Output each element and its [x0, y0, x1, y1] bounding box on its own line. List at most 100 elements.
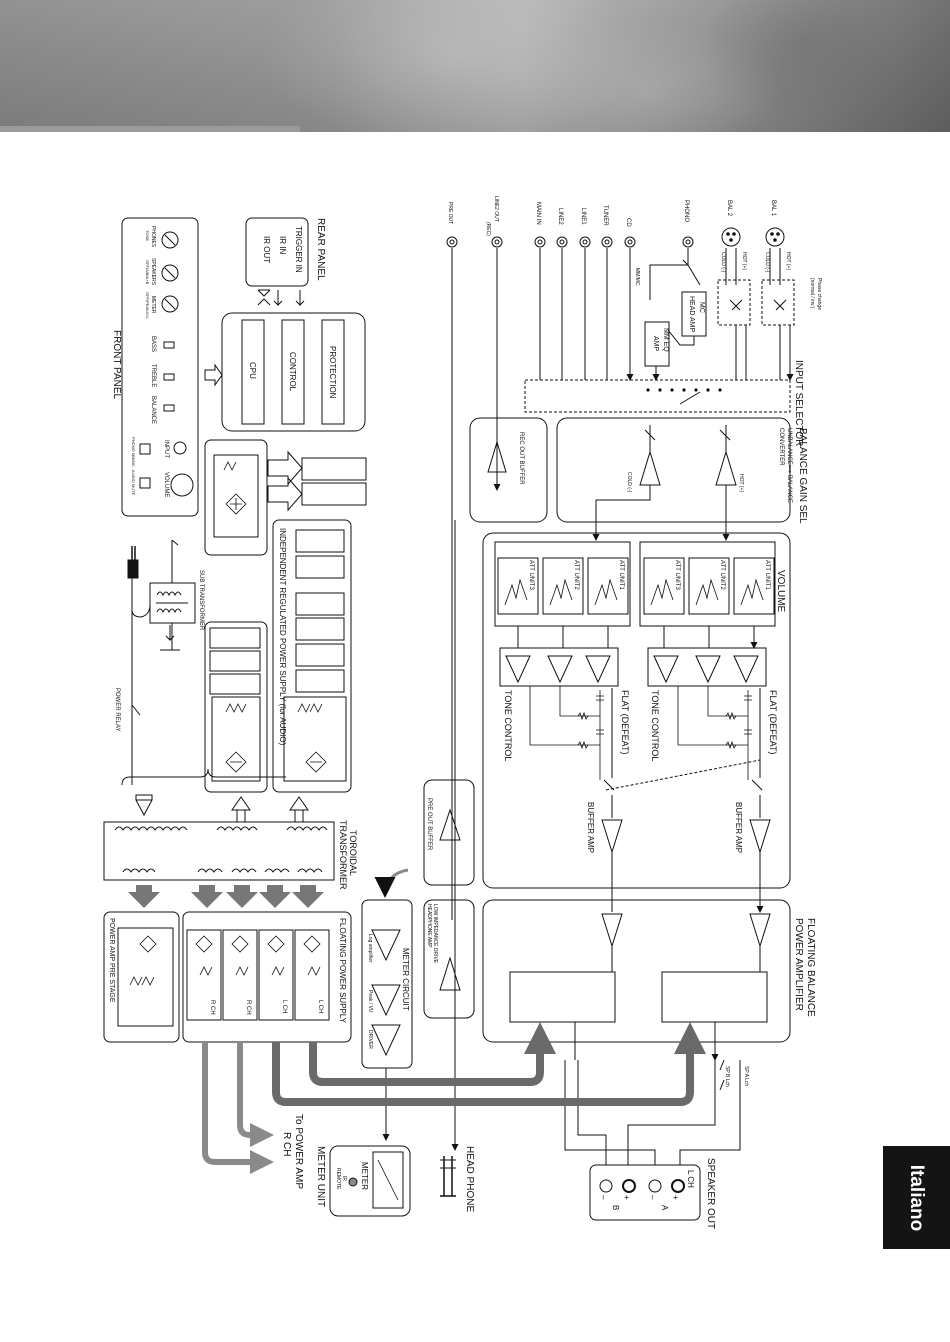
att-unit3-left: [497, 557, 539, 615]
volume-block: [482, 532, 791, 889]
jack-cd: [624, 236, 636, 248]
audio-supply-block: [204, 621, 268, 793]
meter-unit-block: [329, 1145, 411, 1217]
protection-label: PROTECTION: [328, 346, 337, 399]
rec-label: (REC): [485, 222, 491, 236]
jack-phono: [682, 236, 694, 248]
jack-tuner: [601, 236, 613, 248]
balance-gain-block: [556, 417, 791, 523]
speaker-b-label: B: [611, 1205, 620, 1210]
meter-circuit-block: [361, 899, 413, 1069]
mc-head-amp-label-1: MC: [698, 302, 705, 313]
speaker-out-block: [589, 1164, 701, 1221]
supply-rch-1: R CH: [245, 1000, 251, 1015]
phase-mode-label: (normal / inv.): [809, 278, 815, 309]
cold-label-bal2: COLD (-): [720, 252, 726, 273]
language-tab[interactable]: Italiano: [883, 1146, 950, 1249]
speaker-out-label: SPEAKER OUT: [705, 1158, 716, 1229]
front-treble-label: TREBLE: [150, 364, 156, 387]
mcu-block: [221, 312, 366, 432]
front-speakers-label: SPEAKERS: [150, 258, 156, 286]
xlr-bal1: [765, 227, 785, 247]
att-unit3-right-label: ATT UNIT3: [674, 560, 680, 590]
speaker-minus-b: –: [599, 1195, 608, 1200]
buffer-amp-left-label: BUFFER AMP: [586, 802, 595, 853]
att-unit1-left: [587, 557, 629, 615]
toroidal-block: [103, 821, 335, 881]
rec-out-buffer-label: REC OUT BUFFER: [518, 432, 524, 485]
bal2-label: BAL 2: [726, 200, 732, 217]
front-phones-label: PHONES: [150, 226, 156, 248]
buffer-amp-right-label: BUFFER AMP: [734, 802, 743, 853]
meter-unit-label: METER UNIT: [315, 1146, 326, 1207]
cpu-label: CPU: [248, 362, 257, 379]
headphone-amp-block: [423, 899, 475, 1019]
front-meter-sub: OFF/PEAK/VU: [145, 292, 150, 319]
mm-eq-amp-label-1: MM EQ: [662, 328, 669, 352]
front-bass-label: BASS: [150, 336, 156, 352]
phase-change-label: Phase change: [816, 278, 822, 310]
front-balance-label: BALANCE: [150, 396, 156, 424]
balance-hot-label: HOT (+): [738, 474, 744, 492]
ir-in-label: IR IN: [278, 236, 287, 254]
xlr-bal2: [721, 227, 741, 247]
power-relay-label: POWER RELAY: [114, 688, 120, 732]
toroidal-label-2: TRANSFORMER: [338, 820, 348, 890]
front-volume-label: VOLUME: [163, 472, 169, 497]
to-power-amp-label-1: To POWER AMP: [293, 1114, 304, 1189]
power-amp-pre-stage-block: [103, 911, 180, 1043]
floating-supply-label: FLOATING POWER SUPPLY: [338, 918, 347, 1024]
sub-transformer-label: SUB TRANSFORMER: [198, 570, 204, 631]
power-amp-pre-label: POWER AMP PRE STAGE: [108, 918, 115, 1003]
att-unit2-right: [688, 557, 730, 615]
balance-hot-amp: [715, 450, 737, 486]
att-unit1-right-label: ATT UNIT1: [764, 560, 770, 590]
independent-supply-block: [272, 519, 352, 793]
att-unit2-left: [542, 557, 584, 615]
input-jacks: [446, 227, 785, 248]
jack-pre-out: [446, 236, 458, 248]
rear-panel-block: [245, 217, 309, 287]
rear-panel-label: REAR PANEL: [315, 218, 326, 281]
floating-power-amp-block: [482, 899, 791, 1043]
bal1-label: BAL 1: [770, 200, 776, 217]
buffer-amp-left: [601, 819, 623, 854]
front-input-label: INPUT: [163, 440, 169, 458]
converter-label-2: CONVERTER: [778, 428, 784, 466]
toroidal-label-1: TOROIDAL: [348, 830, 358, 876]
balance-cold-label: COLD (-): [626, 472, 632, 493]
converter-label-1: UNBALANCE⟺ BALANCE: [786, 428, 792, 503]
line2-label: LINE2: [557, 208, 563, 225]
pre-out-buffer-block: [423, 779, 475, 886]
att-unit2-left-label: ATT UNIT2: [573, 560, 579, 590]
speaker-lch-label: L CH: [686, 1170, 695, 1188]
att-unit3-right: [643, 557, 685, 615]
jack-main-in: [534, 236, 546, 248]
att-unit1-left-label: ATT UNIT1: [618, 560, 624, 590]
front-audio-mute-label: AUDIO MUTE: [131, 470, 136, 495]
tone-control-right-label: TONE CONTROL: [650, 690, 660, 761]
floating-amp-label-1: FLOATING BALANCE: [805, 918, 816, 1017]
jack-line2: [556, 236, 568, 248]
front-speakers-sub: OFF/A/B/A+B: [145, 260, 150, 285]
front-panel-block: [121, 217, 199, 517]
header-banner: [0, 0, 950, 132]
speaker-minus-a: –: [648, 1195, 657, 1200]
meter-circuit-label: METER CIRCUIT: [401, 948, 410, 1011]
flat-defeat-left-label: FLAT (DEFEAT): [620, 690, 630, 755]
main-in-label: MAIN IN: [535, 202, 541, 225]
tuner-label: TUNER: [602, 205, 608, 226]
meter-unit-meter-label: METER: [360, 1162, 369, 1190]
tone-control-left-label: TONE CONTROL: [503, 690, 513, 761]
jack-line2-out: [491, 236, 503, 248]
meter-log-label: Log amplifier: [367, 934, 373, 963]
cold-label-bal1: COLD (-): [764, 252, 770, 273]
meter-peak-label: Peak / VU: [367, 990, 373, 1013]
trigger-in-label: TRIGGER IN: [294, 226, 303, 273]
mm-eq-amp-label-2: AMP: [652, 336, 659, 352]
floating-supply-block: [182, 911, 352, 1043]
jack-line1: [579, 236, 591, 248]
front-phones-sub: TONE: [145, 230, 150, 241]
att-unit3-left-label: ATT UNIT3: [528, 560, 534, 590]
